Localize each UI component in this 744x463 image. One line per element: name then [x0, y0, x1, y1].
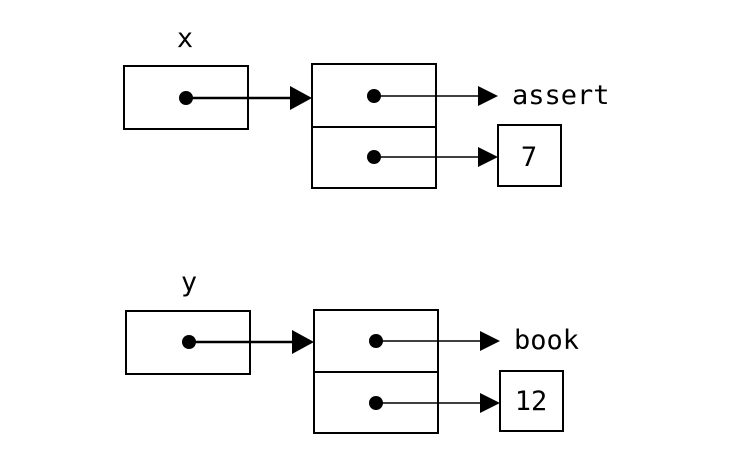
pointer-arrowhead-y	[292, 330, 314, 354]
number-label-x: 7	[521, 142, 537, 173]
variable-name-y: y	[181, 267, 197, 298]
cdr-arrowhead-x	[478, 147, 498, 167]
cdr-arrowhead-y	[480, 393, 500, 413]
symbol-label-y: book	[514, 325, 579, 356]
number-box-x	[497, 124, 562, 187]
diagram-x: x assert 7	[123, 23, 610, 189]
number-box-y	[499, 370, 564, 432]
car-arrowhead-y	[480, 331, 500, 351]
diagram-y: y book 12	[125, 267, 579, 434]
number-label-y: 12	[515, 386, 548, 417]
variable-name-x: x	[177, 23, 193, 54]
pointer-arrowhead-x	[290, 86, 312, 110]
symbol-label-x: assert	[512, 80, 610, 111]
car-arrowhead-x	[478, 86, 498, 106]
